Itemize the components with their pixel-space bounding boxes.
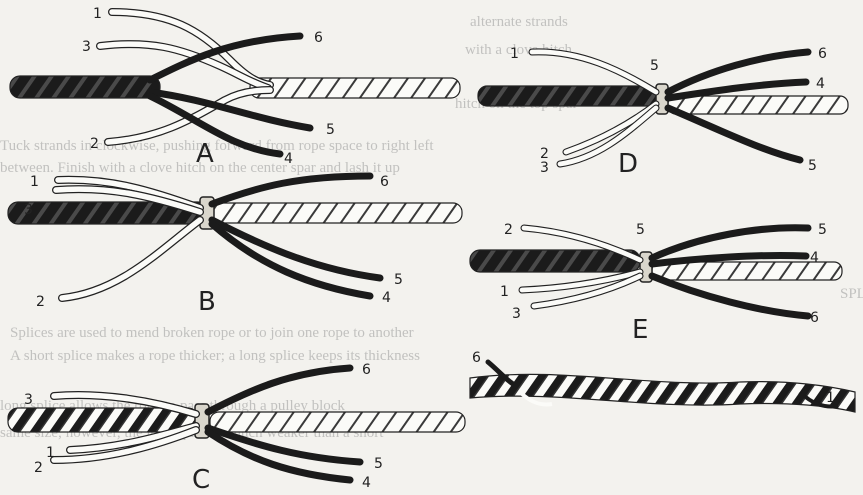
strand-6 [212, 176, 370, 204]
strand-label: 5 [818, 222, 827, 238]
panel-label: E [632, 315, 648, 345]
rope-dark [10, 76, 160, 98]
strand-5 [212, 220, 380, 278]
panel-label: D [618, 149, 638, 179]
rope-dark [478, 86, 658, 106]
strand-label: 4 [362, 475, 371, 491]
strand-label: 1 [500, 284, 509, 300]
strand-label: 2 [90, 136, 99, 152]
strand-label: 6 [810, 310, 819, 326]
rope-light [250, 78, 460, 98]
strand-6 [208, 368, 350, 412]
strand-label: 3 [540, 160, 549, 176]
strand-label: 3 [82, 39, 91, 55]
panel-label: C [192, 465, 210, 495]
panel-c: 3 6 1 2 5 4 C [8, 362, 465, 495]
rope-finished [470, 374, 855, 412]
strand-label: 4 [810, 250, 819, 266]
strand-label: 3 [24, 202, 33, 218]
panel-d: 1 5 6 4 2 3 5 D [478, 46, 848, 179]
strand-label: 5 [394, 272, 403, 288]
rope-light [212, 203, 462, 223]
strand-label: 5 [808, 158, 817, 174]
strand-label: 1 [826, 390, 835, 406]
strand-label: 1 [46, 445, 55, 461]
strand-label: 6 [362, 362, 371, 378]
strand-label: 1 [30, 174, 39, 190]
strand-label: 5 [650, 58, 659, 74]
strand-label: 4 [382, 290, 391, 306]
panel-b: 1 3 6 2 5 4 B [8, 174, 462, 317]
strand-label: 5 [326, 122, 335, 138]
panel-e: 2 5 5 4 1 3 6 E [470, 222, 842, 345]
light-strands [56, 180, 200, 298]
strand-label: 4 [816, 76, 825, 92]
panel-a: 1 3 6 2 5 4 A [10, 6, 460, 169]
strand-label: 6 [818, 46, 827, 62]
strand-label: 5 [374, 456, 383, 472]
strand-label: 4 [284, 151, 293, 167]
strand-label: 5 [636, 222, 645, 238]
strand-label: 1 [93, 6, 102, 22]
rope-light [210, 412, 465, 432]
strand-label: 6 [380, 174, 389, 190]
light-strands [532, 52, 656, 164]
strand-6 [652, 276, 808, 316]
strand-5 [668, 108, 800, 160]
rope-light [668, 96, 848, 114]
panel-label: A [196, 139, 214, 169]
panel-label: B [198, 287, 216, 317]
dark-strands [212, 176, 380, 296]
strand-label: 2 [34, 460, 43, 476]
rope-dark [470, 250, 640, 272]
rope-mixed [8, 408, 198, 432]
strand-label: 3 [512, 306, 521, 322]
strand-label: 2 [504, 222, 513, 238]
strand-label: 3 [24, 392, 33, 408]
strand-2 [62, 220, 200, 298]
strand-label: 1 [510, 46, 519, 62]
strand-label: 6 [472, 350, 481, 366]
strand-label: 2 [36, 294, 45, 310]
panel-finished-splice: 6 1 [470, 350, 855, 412]
strand-label: 6 [314, 30, 323, 46]
